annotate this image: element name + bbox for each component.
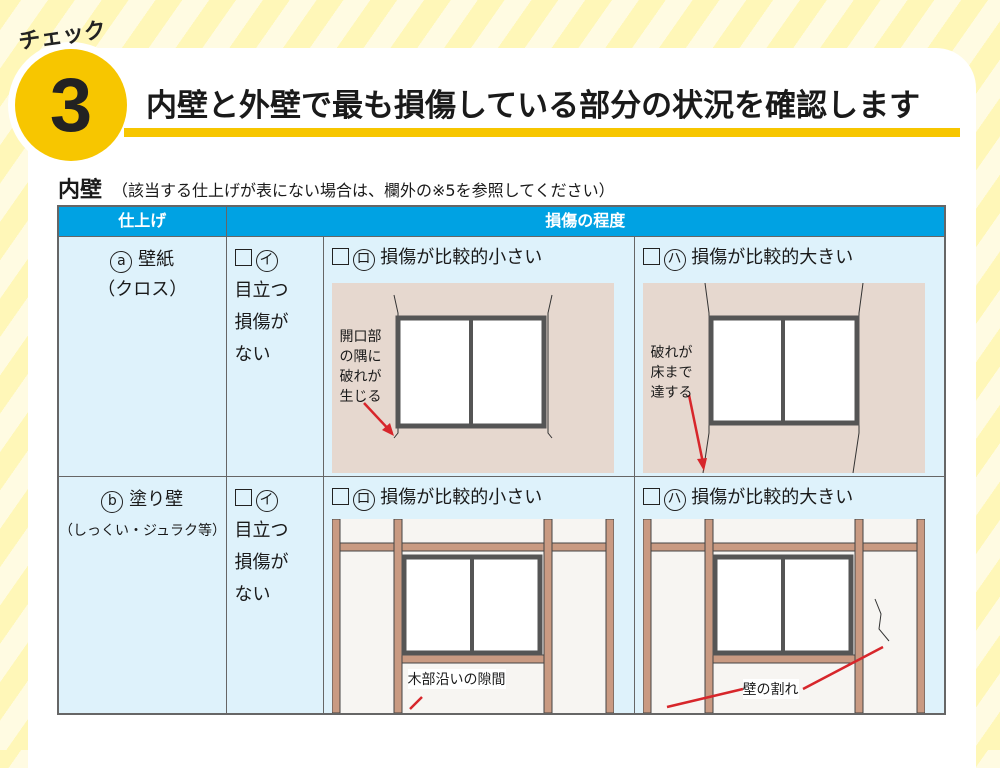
checkbox[interactable] <box>234 248 252 266</box>
annotation: 開口部の隅に破れが生じる <box>339 328 382 405</box>
option-label: 目立つ損傷がない <box>234 279 289 365</box>
marker-ro: ロ <box>352 488 375 511</box>
option-ha[interactable]: ハ 損傷が比較的大きい 壁の割れ <box>633 475 946 715</box>
checkbox[interactable] <box>331 487 349 505</box>
option-label: 損傷が比較的大きい <box>691 246 854 268</box>
checkbox[interactable] <box>331 247 349 265</box>
marker-a: a <box>110 250 133 273</box>
plaster-small-damage-illustration: 木部沿いの隙間 <box>331 518 614 713</box>
marker-i: イ <box>255 489 278 512</box>
annotation: 壁の割れ <box>742 678 799 699</box>
option-ha[interactable]: ハ 損傷が比較的大きい 破れが床まで達する <box>633 235 946 477</box>
option-label: 損傷が比較的小さい <box>380 246 543 268</box>
marker-b: b <box>101 490 124 513</box>
table-row: a 壁紙 （クロス） イ目立つ損傷がない ロ 損傷が比較的小さい 開口部の隅に破れ… <box>57 235 946 477</box>
option-label: 目立つ損傷がない <box>234 519 289 605</box>
marker-ha: ハ <box>663 248 686 271</box>
title-underline <box>124 128 960 137</box>
marker-ro: ロ <box>352 248 375 271</box>
damage-table: 仕上げ 損傷の程度 a 壁紙（クロス） イ目立つ損傷がない ロ 損傷が比較的小さ… <box>57 205 946 715</box>
option-ro[interactable]: ロ 損傷が比較的小さい 開口部の隅に破れが生じる <box>322 235 635 477</box>
marker-ha: ハ <box>663 488 686 511</box>
wallpaper-small-damage-illustration: 開口部の隅に破れが生じる <box>331 282 614 473</box>
page-title: 内壁と外壁で最も損傷している部分の状況を確認します <box>146 88 921 124</box>
annotation: 破れが床まで達する <box>650 344 693 401</box>
checkbox[interactable] <box>642 247 660 265</box>
checkbox[interactable] <box>234 488 252 506</box>
section-title: 内壁 <box>58 178 103 203</box>
header-damage: 損傷の程度 <box>225 205 946 237</box>
option-label: 損傷が比較的大きい <box>691 486 854 508</box>
step-badge: 3 <box>15 49 127 161</box>
header-finish: 仕上げ <box>57 205 227 237</box>
wallpaper-large-damage-illustration: 破れが床まで達する <box>642 282 925 473</box>
option-ro[interactable]: ロ 損傷が比較的小さい 木部沿いの隙間 <box>322 475 635 715</box>
option-i[interactable]: イ目立つ損傷がない <box>225 475 324 715</box>
marker-i: イ <box>255 249 278 272</box>
finish-label: 塗り壁 <box>129 488 184 510</box>
plaster-large-damage-illustration: 壁の割れ <box>642 518 925 713</box>
section-note: （該当する仕上げが表にない場合は、欄外の※5を参照してください） <box>112 181 615 200</box>
finish-label: 壁紙 <box>138 248 175 270</box>
annotation: 木部沿いの隙間 <box>407 668 506 689</box>
option-label: 損傷が比較的小さい <box>380 486 543 508</box>
option-i[interactable]: イ目立つ損傷がない <box>225 235 324 477</box>
finish-sub: （しっくい・ジュラク等） <box>59 522 227 539</box>
table-row: b 塗り壁 （しっくい・ジュラク等） イ目立つ損傷がない ロ 損傷が比較的小さい … <box>57 475 946 715</box>
finish-sub: （クロス） <box>97 278 188 300</box>
checkbox[interactable] <box>642 487 660 505</box>
